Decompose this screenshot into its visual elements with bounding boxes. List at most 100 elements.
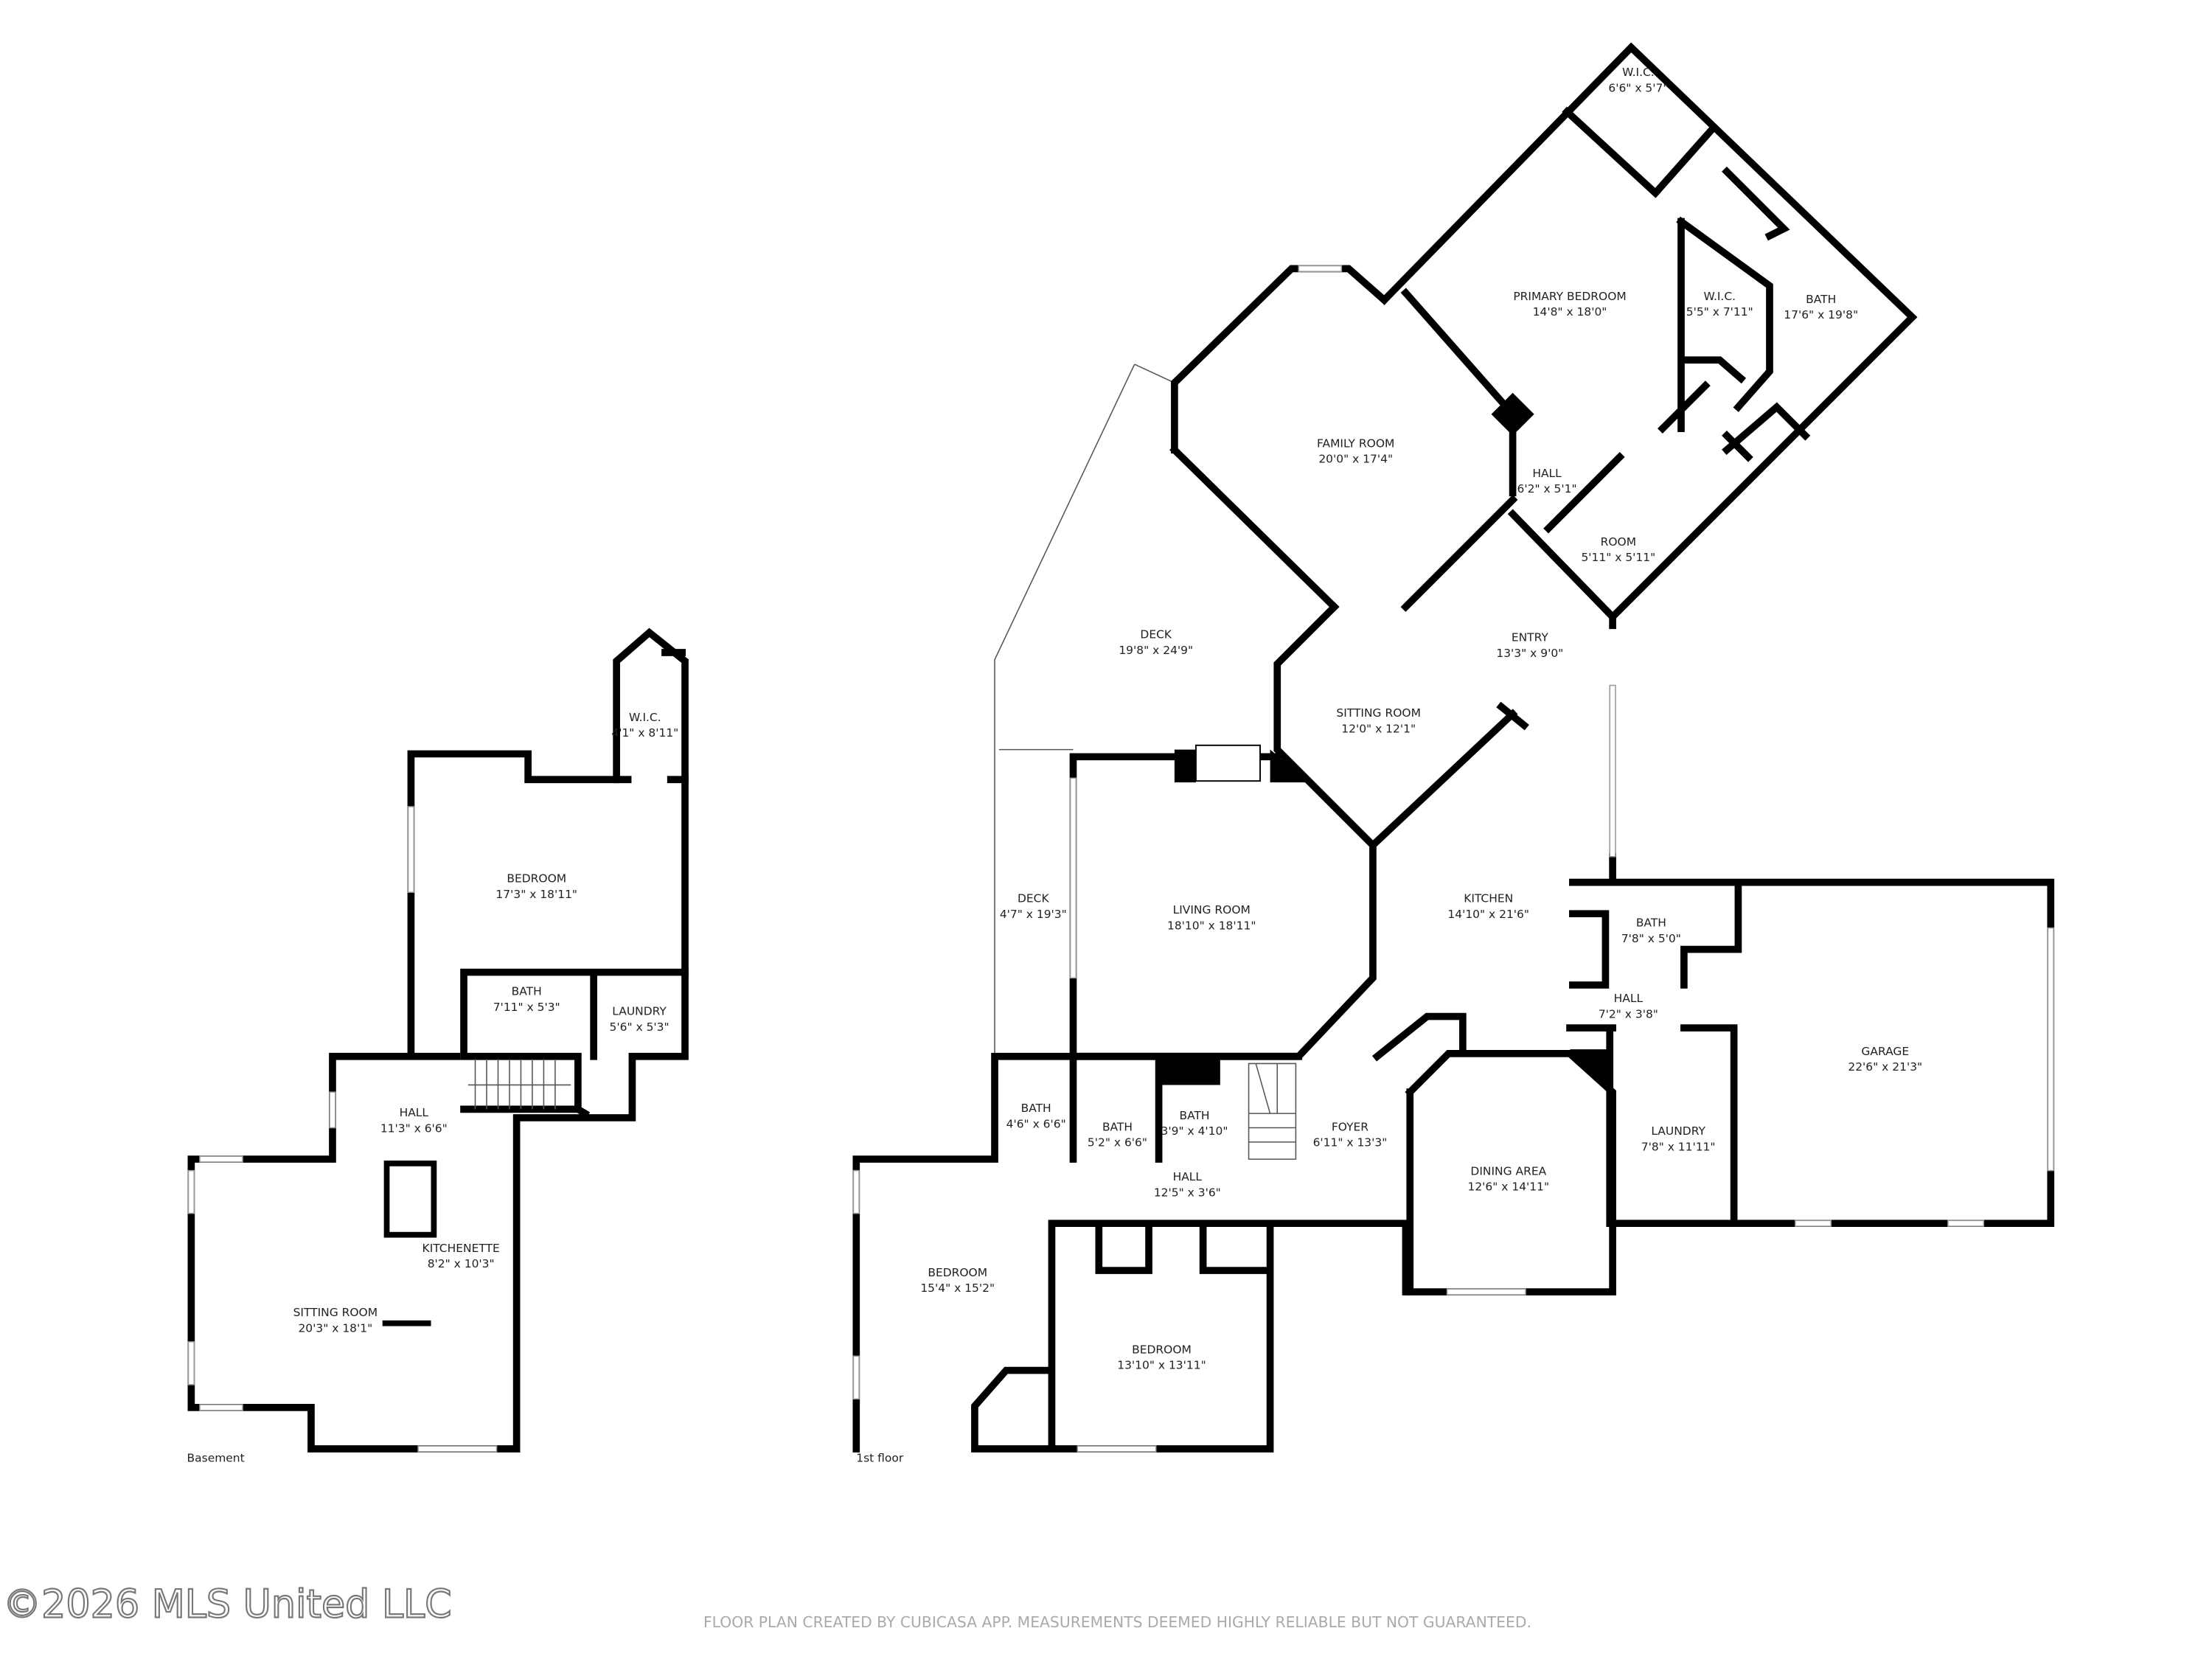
room-name: BATH bbox=[1102, 1120, 1133, 1133]
room-dimensions: 14'8" x 18'0" bbox=[1533, 305, 1607, 319]
room-dimensions: 22'6" x 21'3" bbox=[1848, 1060, 1922, 1074]
room-dimensions: 5'2" x 6'6" bbox=[1088, 1136, 1147, 1150]
sitting-room-walls bbox=[1273, 602, 1529, 851]
room-name: BEDROOM bbox=[928, 1266, 987, 1279]
room-name: BEDROOM bbox=[507, 872, 566, 886]
room-name: BATH bbox=[1179, 1109, 1209, 1122]
room-name: SITTING ROOM bbox=[293, 1306, 378, 1319]
room-dimensions: 8'2" x 10'3" bbox=[428, 1257, 495, 1270]
window bbox=[199, 1155, 243, 1163]
room-name: HALL bbox=[1614, 992, 1644, 1005]
room-name: DINING AREA bbox=[1470, 1164, 1546, 1178]
room-label: W.I.C. 4'1" x 8'11" bbox=[611, 711, 678, 740]
room-name: HALL bbox=[400, 1106, 429, 1119]
basement-plan bbox=[187, 627, 689, 1453]
room-label: BEDROOM 13'10" x 13'11" bbox=[1117, 1343, 1206, 1371]
room-label: GARAGE 22'6" x 21'3" bbox=[1848, 1045, 1922, 1074]
room-dimensions: 6'2" x 5'1" bbox=[1517, 482, 1577, 495]
room-label: W.I.C. 5'5" x 7'11" bbox=[1686, 290, 1753, 319]
room-dimensions: 13'10" x 13'11" bbox=[1117, 1359, 1206, 1372]
window bbox=[199, 1404, 243, 1411]
room-name: W.I.C. bbox=[1703, 290, 1736, 303]
room-dimensions: 4'7" x 19'3" bbox=[1000, 908, 1067, 921]
room-name: BEDROOM bbox=[1132, 1343, 1192, 1356]
room-name: GARAGE bbox=[1861, 1045, 1909, 1058]
kitchen-garage-walls bbox=[1566, 613, 2055, 1228]
room-dimensions: 11'3" x 6'6" bbox=[380, 1121, 448, 1135]
room-dimensions: 20'3" x 18'1" bbox=[298, 1321, 372, 1335]
room-dimensions: 15'4" x 15'2" bbox=[920, 1281, 995, 1295]
deck-outline bbox=[994, 364, 1175, 1057]
window bbox=[1795, 1220, 1832, 1227]
room-dimensions: 12'0" x 12'1" bbox=[1341, 722, 1416, 735]
room-label: BATH 7'11" x 5'3" bbox=[493, 985, 560, 1014]
room-dimensions: 5'5" x 7'11" bbox=[1686, 305, 1753, 319]
room-name: BATH bbox=[512, 985, 542, 998]
room-dimensions: 12'6" x 14'11" bbox=[1467, 1180, 1549, 1194]
window bbox=[1446, 1288, 1526, 1295]
room-dimensions: 5'6" x 5'3" bbox=[610, 1020, 669, 1034]
room-label: BATH 17'6" x 19'8" bbox=[1784, 293, 1858, 321]
room-dimensions: 7'11" x 5'3" bbox=[493, 1001, 560, 1014]
room-label: DECK 4'7" x 19'3" bbox=[1000, 892, 1067, 921]
room-name: FAMILY ROOM bbox=[1317, 437, 1394, 450]
room-dimensions: 12'5" x 3'6" bbox=[1154, 1186, 1221, 1199]
room-name: KITCHENETTE bbox=[422, 1242, 500, 1255]
stairs bbox=[1248, 1062, 1297, 1160]
stairs bbox=[467, 1059, 571, 1110]
window bbox=[329, 1091, 336, 1129]
room-dimensions: 4'1" x 8'11" bbox=[611, 726, 678, 740]
room-label: BATH 5'2" x 6'6" bbox=[1088, 1120, 1147, 1149]
room-label: KITCHENETTE 8'2" x 10'3" bbox=[422, 1242, 500, 1270]
room-name: BATH bbox=[1021, 1102, 1051, 1115]
room-name: HALL bbox=[1532, 467, 1562, 480]
window bbox=[407, 806, 415, 893]
counter bbox=[382, 1320, 431, 1326]
room-name: LAUNDRY bbox=[1651, 1124, 1705, 1138]
window bbox=[187, 1169, 195, 1214]
room-name: DECK bbox=[1140, 628, 1172, 641]
window bbox=[1947, 1220, 1985, 1227]
room-name: LIVING ROOM bbox=[1173, 903, 1251, 917]
first-floor-plan bbox=[852, 42, 2055, 1453]
room-name: FOYER bbox=[1332, 1120, 1368, 1133]
room-dimensions: 18'10" x 18'11" bbox=[1167, 919, 1256, 932]
window bbox=[852, 1169, 860, 1214]
room-name: W.I.C. bbox=[629, 711, 661, 724]
room-name: SITTING ROOM bbox=[1336, 706, 1421, 720]
room-dimensions: 17'6" x 19'8" bbox=[1784, 308, 1858, 321]
fireplace bbox=[1194, 744, 1261, 782]
garage-door bbox=[2047, 927, 2054, 1172]
room-dimensions: 14'10" x 21'6" bbox=[1447, 908, 1529, 921]
room-label: W.I.C.6'6" x 5'7" bbox=[1608, 66, 1668, 94]
copyright-watermark: ©2026 MLS United LLC bbox=[3, 1582, 452, 1627]
room-label: LIVING ROOM 18'10" x 18'11" bbox=[1167, 903, 1256, 932]
basement-interior-walls bbox=[460, 649, 689, 1119]
room-name: KITCHEN bbox=[1464, 892, 1513, 905]
room-name: PRIMARY BEDROOM bbox=[1513, 290, 1626, 303]
bedroom-wing-walls bbox=[852, 1052, 1410, 1453]
room-dimensions: 5'11" x 5'11" bbox=[1581, 551, 1655, 564]
room-name: LAUNDRY bbox=[612, 1005, 667, 1018]
room-label: SITTING ROOM 20'3" x 18'1" bbox=[293, 1306, 378, 1335]
basement-walls bbox=[187, 627, 689, 1453]
room-name: BATH bbox=[1806, 293, 1836, 306]
first-floor-room-labels: W.I.C.6'6" x 5'7" PRIMARY BEDROOM 14'8" x … bbox=[920, 66, 1922, 1372]
room-label: DINING AREA 12'6" x 14'11" bbox=[1467, 1164, 1549, 1193]
kitchen-island bbox=[383, 1161, 437, 1238]
basement-floor-label: Basement bbox=[187, 1451, 245, 1464]
primary-suite-walls bbox=[1379, 42, 1918, 622]
room-name: ENTRY bbox=[1512, 631, 1549, 644]
room-label: BEDROOM 15'4" x 15'2" bbox=[920, 1266, 995, 1295]
room-name: DECK bbox=[1018, 892, 1049, 905]
window bbox=[1298, 265, 1343, 272]
